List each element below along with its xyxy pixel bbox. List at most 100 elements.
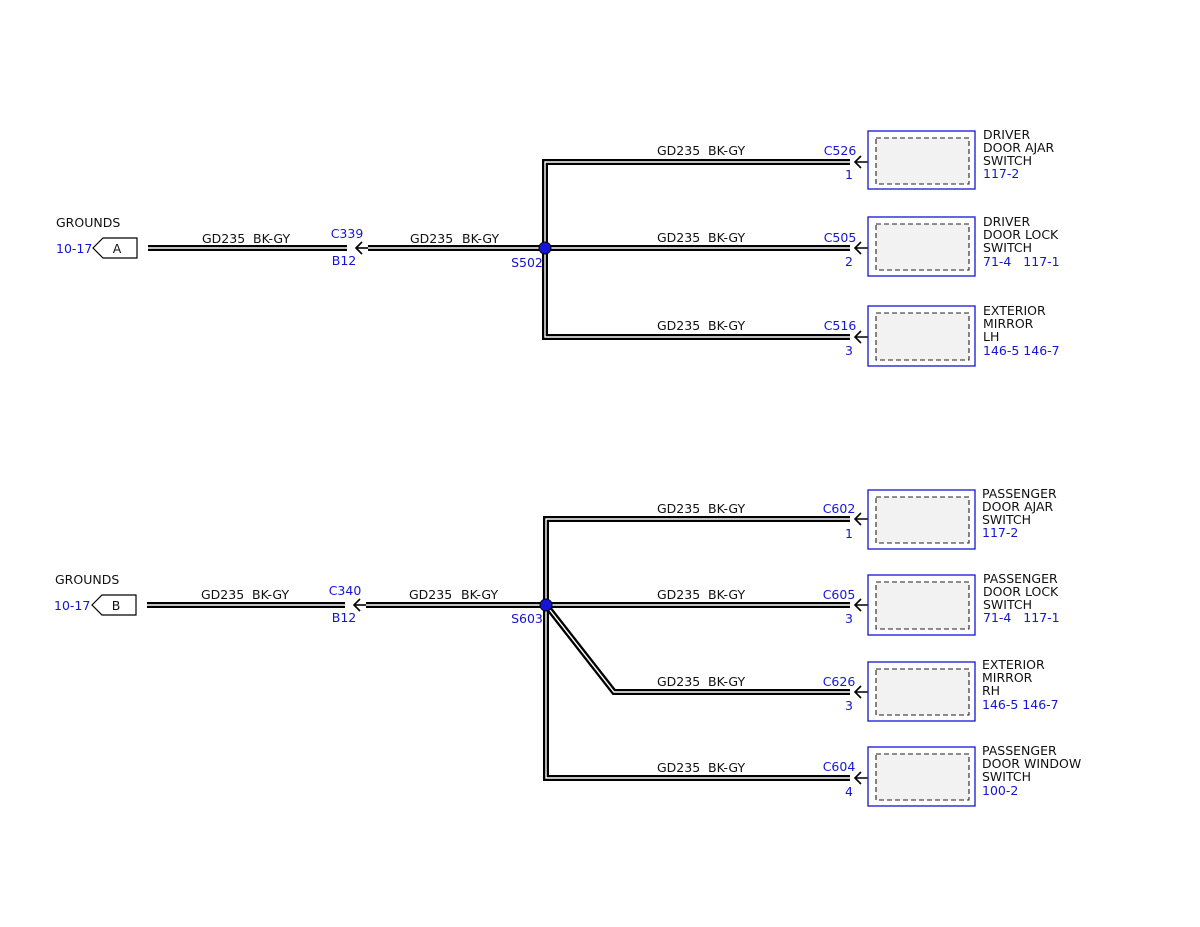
component-name-line: DOOR LOCK bbox=[983, 584, 1059, 599]
splice-label[interactable]: S603 bbox=[511, 611, 543, 626]
wire-label: GD235 bbox=[657, 143, 700, 158]
component-name-line: MIRROR bbox=[982, 670, 1033, 685]
ground-title-a: GROUNDS bbox=[56, 215, 120, 230]
ground-tag-b bbox=[91, 594, 137, 616]
wire-color-label: BK-GY bbox=[708, 674, 745, 689]
wire-label: GD235 bbox=[657, 587, 700, 602]
wire-label: GD235 bbox=[657, 318, 700, 333]
component-inner bbox=[875, 668, 970, 716]
ground-tag-a-label: A bbox=[113, 241, 122, 256]
pin-label: 1 bbox=[845, 167, 853, 182]
wire-color-label: BK-GY bbox=[708, 318, 745, 333]
component-name-line: SWITCH bbox=[982, 512, 1031, 527]
wire-b-diagonal-branch bbox=[543, 603, 850, 695]
component-name-line: DOOR AJAR bbox=[982, 499, 1054, 514]
pin-label: 3 bbox=[845, 698, 853, 713]
inline-pin-label: B12 bbox=[332, 253, 356, 268]
component-name-line: MIRROR bbox=[983, 316, 1034, 331]
component-inner bbox=[875, 496, 970, 544]
branch-row: GD235 BK-GY C516 3 EXTERIOR MIRROR LH 14… bbox=[657, 303, 1060, 367]
component-name-line: SWITCH bbox=[983, 240, 1032, 255]
component-inner bbox=[875, 312, 970, 361]
component-name-line: DRIVER bbox=[983, 127, 1030, 142]
component-inner bbox=[875, 753, 970, 801]
component-name-line: PASSENGER bbox=[982, 486, 1057, 501]
wire-color-label: BK-GY bbox=[462, 231, 499, 246]
component-refs[interactable]: 146-5 146-7 bbox=[983, 343, 1060, 358]
circuit-b: GROUNDS 10-17 B GD235 BK-GY GD235 BK-GY … bbox=[54, 486, 1081, 807]
component-refs[interactable]: 146-5 146-7 bbox=[982, 697, 1059, 712]
component-inner bbox=[875, 581, 970, 630]
component-name-line: DRIVER bbox=[983, 214, 1030, 229]
component-inner bbox=[875, 137, 970, 185]
ground-title-b: GROUNDS bbox=[55, 572, 119, 587]
wire-label: GD235 bbox=[657, 760, 700, 775]
wire-label: GD235 bbox=[201, 587, 244, 602]
component-name-line: EXTERIOR bbox=[983, 303, 1046, 318]
connector-label[interactable]: C505 bbox=[824, 230, 857, 245]
component-name-line: SWITCH bbox=[983, 597, 1032, 612]
wire-label: GD235 bbox=[657, 501, 700, 516]
component-refs[interactable]: 117-2 bbox=[983, 166, 1019, 181]
component-name-line: DOOR AJAR bbox=[983, 140, 1055, 155]
inline-pin-label: B12 bbox=[332, 610, 356, 625]
component-name-line: SWITCH bbox=[983, 153, 1032, 168]
splice-label[interactable]: S502 bbox=[511, 255, 543, 270]
pin-label: 1 bbox=[845, 526, 853, 541]
wire-label: GD235 bbox=[410, 231, 453, 246]
component-name-line: PASSENGER bbox=[982, 743, 1057, 758]
wire-label: GD235 bbox=[657, 674, 700, 689]
component-name-line: LH bbox=[983, 329, 999, 344]
connector-label[interactable]: C626 bbox=[823, 674, 856, 689]
wire-color-label: BK-GY bbox=[461, 587, 498, 602]
component-refs[interactable]: 100-2 bbox=[982, 783, 1018, 798]
wire-color-label: BK-GY bbox=[708, 760, 745, 775]
branch-row: GD235 BK-GY C605 3 PASSENGER DOOR LOCK S… bbox=[657, 571, 1060, 636]
wire-b-trunk bbox=[543, 516, 850, 781]
component-name-line: RH bbox=[982, 683, 1000, 698]
connector-label[interactable]: C516 bbox=[824, 318, 857, 333]
inline-connector-label[interactable]: C340 bbox=[329, 583, 362, 598]
branch-row: GD235 BK-GY C626 3 EXTERIOR MIRROR RH 14… bbox=[657, 657, 1059, 722]
ground-ref-a[interactable]: 10-17 bbox=[56, 241, 92, 256]
inline-connector-c339 bbox=[354, 241, 368, 255]
ground-ref-b[interactable]: 10-17 bbox=[54, 598, 90, 613]
connector-label[interactable]: C605 bbox=[823, 587, 856, 602]
component-name-line: DOOR WINDOW bbox=[982, 756, 1081, 771]
connector-label[interactable]: C526 bbox=[824, 143, 857, 158]
pin-label: 2 bbox=[845, 254, 853, 269]
component-name-line: EXTERIOR bbox=[982, 657, 1045, 672]
branch-row: GD235 BK-GY C602 1 PASSENGER DOOR AJAR S… bbox=[657, 486, 1057, 550]
component-refs[interactable]: 71-4 117-1 bbox=[983, 254, 1060, 269]
branch-row: GD235 BK-GY C604 4 PASSENGER DOOR WINDOW… bbox=[657, 743, 1081, 807]
wire-label: GD235 bbox=[409, 587, 452, 602]
wire-color-label: BK-GY bbox=[708, 230, 745, 245]
connector-label[interactable]: C602 bbox=[823, 501, 856, 516]
component-refs[interactable]: 71-4 117-1 bbox=[983, 610, 1060, 625]
component-name-line: DOOR LOCK bbox=[983, 227, 1059, 242]
wire-color-label: BK-GY bbox=[708, 501, 745, 516]
wire-color-label: BK-GY bbox=[253, 231, 290, 246]
wire-color-label: BK-GY bbox=[708, 587, 745, 602]
splice-dot-s502[interactable] bbox=[538, 241, 552, 255]
connector-label[interactable]: C604 bbox=[823, 759, 856, 774]
wire-color-label: BK-GY bbox=[708, 143, 745, 158]
wire-color-label: BK-GY bbox=[252, 587, 289, 602]
pin-label: 3 bbox=[845, 343, 853, 358]
inline-connector-c340 bbox=[352, 598, 366, 612]
component-name-line: SWITCH bbox=[982, 769, 1031, 784]
component-refs[interactable]: 117-2 bbox=[982, 525, 1018, 540]
branch-row: GD235 BK-GY C526 1 DRIVER DOOR AJAR SWIT… bbox=[657, 127, 1055, 190]
pin-label: 3 bbox=[845, 611, 853, 626]
component-inner bbox=[875, 223, 970, 271]
branch-row: GD235 BK-GY C505 2 DRIVER DOOR LOCK SWIT… bbox=[657, 214, 1060, 277]
inline-connector-label[interactable]: C339 bbox=[331, 226, 364, 241]
splice-dot-s603[interactable] bbox=[539, 598, 553, 612]
circuit-a: GROUNDS 10-17 A GD235 BK-GY GD235 BK-GY … bbox=[56, 127, 1060, 367]
wire-label: GD235 bbox=[657, 230, 700, 245]
wire-label: GD235 bbox=[202, 231, 245, 246]
ground-tag-a bbox=[92, 237, 138, 259]
pin-label: 4 bbox=[845, 784, 853, 799]
ground-tag-b-label: B bbox=[112, 598, 121, 613]
